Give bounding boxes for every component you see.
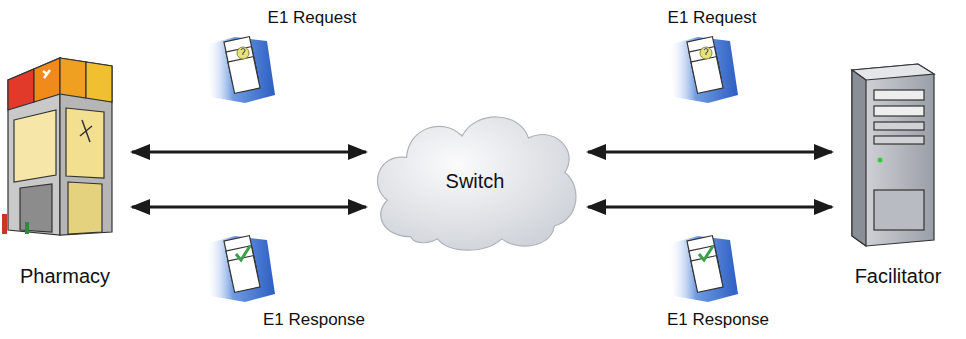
message-label: E1 Response (665, 310, 771, 330)
message-label: E1 Request (266, 8, 359, 28)
double-arrow (132, 151, 366, 154)
double-arrow (132, 206, 366, 209)
double-arrow (588, 151, 832, 154)
node-label: Switch (446, 170, 505, 193)
message-label: E1 Request (666, 8, 759, 28)
facilitator-node: Facilitator (834, 48, 962, 288)
node-label: Facilitator (855, 265, 942, 288)
double-arrow (588, 206, 832, 209)
switch-cloud: Switch (368, 106, 582, 256)
node-label: Pharmacy (20, 265, 110, 288)
pharmacy-node: Pharmacy (4, 48, 126, 288)
message-label: E1 Response (261, 310, 367, 330)
